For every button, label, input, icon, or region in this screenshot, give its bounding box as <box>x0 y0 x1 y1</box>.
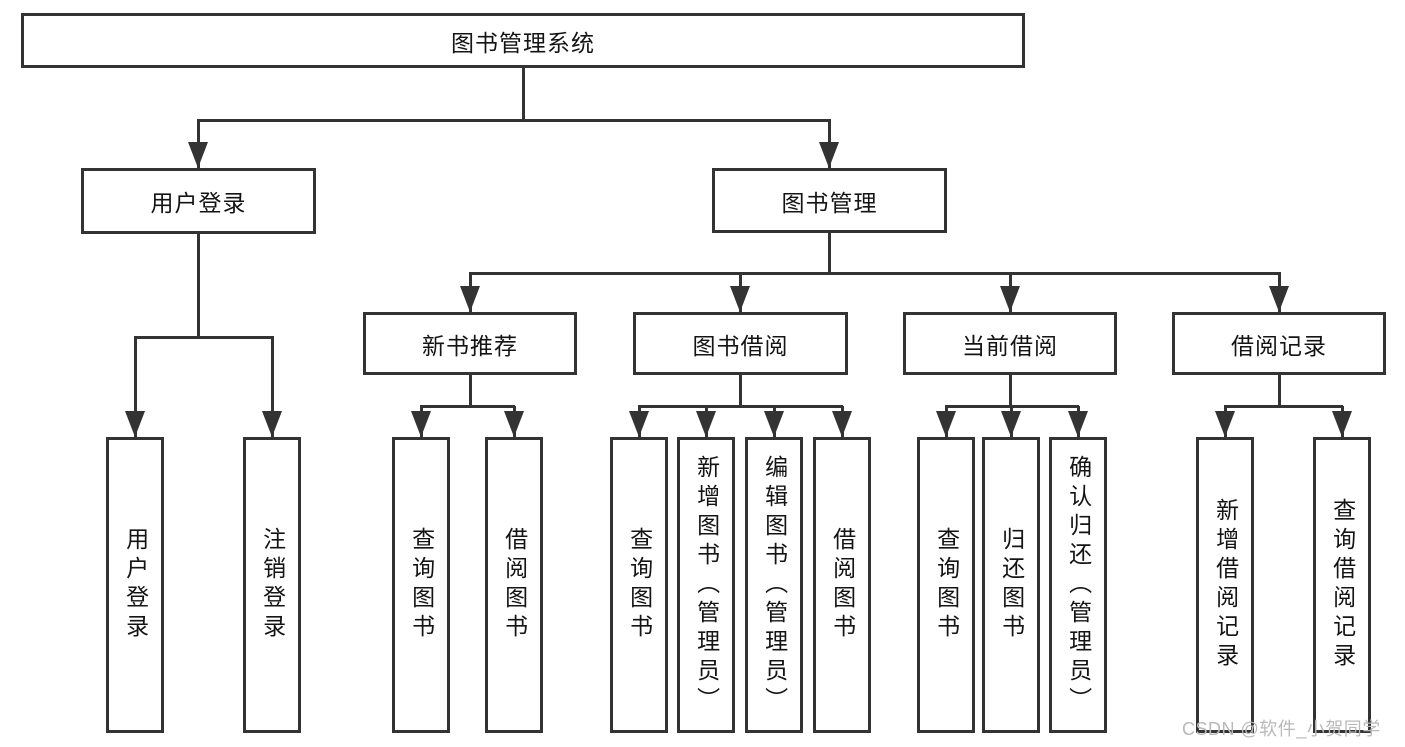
arrowhead-to-book-borrow <box>738 273 742 312</box>
connector-new-books-stem <box>468 374 472 408</box>
leaf-label: 新增图书（管理员） <box>693 454 720 716</box>
arrowhead-to-rec-add <box>1223 406 1227 437</box>
leaf-label: 归还图书 <box>998 527 1025 643</box>
leaf-label: 用户登录 <box>122 527 149 643</box>
connector-book-borrow-stem <box>738 374 742 408</box>
connector-user-login-stem <box>196 232 200 339</box>
node-leaf-cb-confirm-return-admin: 确认归还（管理员） <box>1049 437 1107 733</box>
arrowhead-to-new-books <box>468 273 472 312</box>
arrowhead-to-rec-query <box>1340 406 1344 437</box>
connector-borrow-records-bus <box>1224 404 1343 408</box>
connector-borrow-records-stem <box>1277 374 1281 408</box>
node-user-login: 用户登录 <box>81 168 316 234</box>
arrowhead-to-current-borrow <box>1008 273 1012 312</box>
node-leaf-bb-borrow-books: 借阅图书 <box>813 437 871 733</box>
connector-current-borrow-stem <box>1008 374 1012 408</box>
arrowhead-to-user-login <box>196 120 200 168</box>
connector-book-management-stem <box>827 231 831 275</box>
connector-root-bus <box>197 118 831 122</box>
node-leaf-nb-borrow-books: 借阅图书 <box>485 437 543 733</box>
leaf-label: 借阅图书 <box>501 527 528 643</box>
node-leaf-rec-add-record: 新增借阅记录 <box>1196 437 1254 733</box>
node-current-borrow: 当前借阅 <box>903 312 1117 375</box>
arrowhead-to-leaf-logout <box>270 337 274 437</box>
node-leaf-cb-query-books: 查询图书 <box>917 437 975 733</box>
arrowhead-to-borrow-records <box>1277 273 1281 312</box>
arrowhead-to-bb-query <box>637 406 641 437</box>
node-leaf-logout: 注销登录 <box>243 437 301 733</box>
leaf-label: 新增借阅记录 <box>1212 498 1239 672</box>
connector-book-borrow-bus <box>638 404 843 408</box>
arrowhead-to-bb-add <box>704 406 708 437</box>
leaf-label: 查询借阅记录 <box>1329 498 1356 672</box>
arrowhead-to-bb-edit <box>772 406 776 437</box>
arrowhead-to-book-management <box>827 120 831 168</box>
node-borrow-records: 借阅记录 <box>1172 312 1386 375</box>
node-library-management-system: 图书管理系统 <box>21 13 1025 68</box>
node-leaf-bb-edit-books-admin: 编辑图书（管理员） <box>745 437 803 733</box>
leaf-label: 查询图书 <box>408 527 435 643</box>
node-new-book-recommend: 新书推荐 <box>363 312 577 375</box>
connector-new-books-bus <box>420 404 515 408</box>
node-leaf-user-login: 用户登录 <box>106 437 164 733</box>
node-leaf-nb-query-books: 查询图书 <box>392 437 450 733</box>
leaf-label: 查询图书 <box>933 527 960 643</box>
connector-user-login-bus <box>134 335 274 339</box>
arrowhead-to-cb-confirm <box>1076 406 1080 437</box>
leaf-label: 借阅图书 <box>829 527 856 643</box>
node-book-management: 图书管理 <box>712 168 947 233</box>
node-book-borrow: 图书借阅 <box>633 312 848 375</box>
leaf-label: 查询图书 <box>626 527 653 643</box>
connector-book-management-bus <box>469 271 1281 275</box>
leaf-label: 确认归还（管理员） <box>1065 454 1092 716</box>
arrowhead-to-nb-borrow <box>512 406 516 437</box>
node-leaf-rec-query-record: 查询借阅记录 <box>1313 437 1371 733</box>
connector-root-stem <box>521 66 525 122</box>
leaf-label: 注销登录 <box>259 527 286 643</box>
node-leaf-bb-add-books-admin: 新增图书（管理员） <box>677 437 735 733</box>
leaf-label: 编辑图书（管理员） <box>761 454 788 716</box>
node-leaf-cb-return-books: 归还图书 <box>982 437 1040 733</box>
arrowhead-to-cb-query <box>944 406 948 437</box>
arrowhead-to-bb-borrow <box>840 406 844 437</box>
arrowhead-to-nb-query <box>419 406 423 437</box>
node-leaf-bb-query-books: 查询图书 <box>610 437 668 733</box>
csdn-watermark: CSDN @软件_小贺同学 <box>1182 719 1381 739</box>
arrowhead-to-cb-return <box>1009 406 1013 437</box>
arrowhead-to-leaf-user-login <box>133 337 137 437</box>
